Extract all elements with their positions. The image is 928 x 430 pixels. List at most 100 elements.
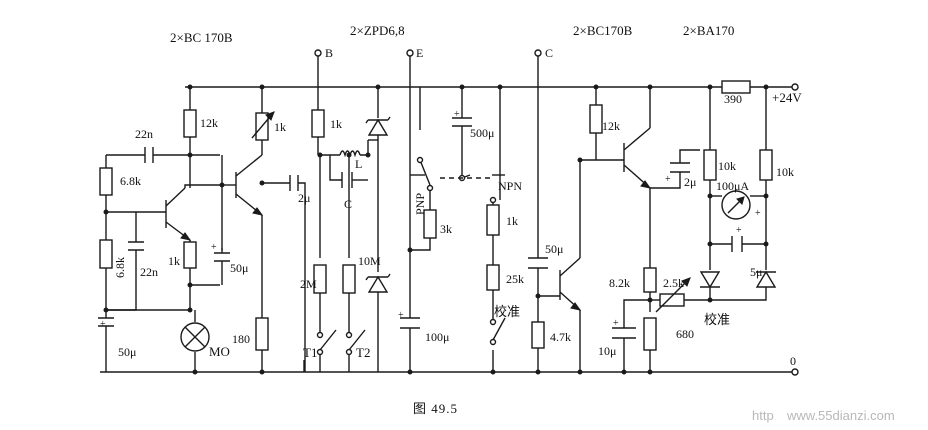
terminal-b-label: B (325, 46, 333, 60)
label-22n-top: 22n (135, 127, 153, 141)
resistor-390 (721, 80, 751, 94)
svg-text:+: + (736, 225, 742, 236)
label-50u-right: 50μ (545, 242, 563, 256)
capacitor-10u (612, 327, 636, 339)
label-500u: 500μ (470, 126, 494, 140)
label-100u: 100μ (425, 330, 449, 344)
svg-text:+: + (398, 310, 404, 321)
capacitor-50u-right (528, 257, 548, 269)
lamp-mo (180, 322, 210, 352)
label-680: 680 (676, 327, 694, 341)
resistor-680 (643, 317, 657, 351)
switch-t1 (319, 329, 337, 351)
svg-text:+: + (665, 174, 671, 185)
capacitor-c (341, 172, 353, 188)
label-1k-pot: 1k (274, 120, 286, 134)
terminal-ground-label: 0 (790, 354, 796, 368)
resistor-10k-b (759, 149, 773, 181)
labels: 2×BC 170B 2×ZPD6,8 2×BC170B 2×BA170 B E … (113, 23, 895, 423)
terminal-ground (791, 368, 799, 376)
label-10k-b: 10k (776, 165, 794, 179)
label-2u-mid: 2μ (298, 191, 310, 205)
label-10m: 10M (358, 254, 381, 268)
label-pnp: PNP (413, 193, 427, 215)
resistor-2m (313, 264, 327, 294)
switch-t2 (348, 329, 366, 351)
terminal-b (314, 49, 322, 57)
label-390: 390 (724, 92, 742, 106)
resistor-12k-right (589, 104, 603, 134)
watermark-prefix: http (752, 408, 774, 423)
label-50u-left: 50μ (118, 345, 136, 359)
svg-text:+: + (211, 242, 217, 253)
label-25k: 25k (506, 272, 524, 286)
diode-left (699, 271, 721, 289)
terminal-e (406, 49, 414, 57)
label-t1: T1 (303, 345, 317, 360)
diode-right (755, 270, 777, 288)
zener-diode-bottom (367, 275, 389, 293)
terminal-e-label: E (416, 46, 423, 60)
resistor-8k2 (643, 267, 657, 293)
resistor-25k (486, 264, 500, 291)
capacitor-2u-right (670, 162, 690, 173)
label-10u: 10μ (598, 344, 616, 358)
terminal-c-label: C (545, 46, 553, 60)
label-100ua: 100μA (716, 179, 749, 193)
capacitor-5u (731, 236, 743, 252)
label-2m: 2M (300, 277, 317, 291)
label-12k-right: 12k (602, 119, 620, 133)
capacitor-2u-mid (289, 175, 299, 191)
capacitor-22n-top (144, 147, 154, 163)
svg-text:+: + (100, 319, 106, 330)
terminal-supply-label: +24V (772, 90, 802, 105)
terminals (314, 49, 799, 376)
resistors (99, 80, 773, 351)
label-cal-right: 校准 (704, 312, 730, 327)
label-1k-c: 1k (506, 214, 518, 228)
capacitors: + + + + + + + + (98, 109, 761, 340)
header-zpd: 2×ZPD6,8 (350, 23, 405, 38)
junctions (103, 84, 769, 375)
label-cal-left: 校准 (494, 304, 520, 319)
label-2k5: 2.5k (663, 276, 684, 290)
label-mo: MO (209, 344, 230, 359)
label-6k8-top: 6.8k (120, 174, 141, 188)
resistor-4k7 (531, 321, 545, 349)
header-t1: 2×BC 170B (170, 30, 233, 45)
zener-diode-top (367, 118, 389, 136)
potentiometer-2k5 (659, 293, 685, 307)
label-l: L (355, 157, 362, 171)
resistor-3k (423, 209, 437, 239)
switches (316, 156, 497, 356)
label-8k2: 8.2k (609, 276, 630, 290)
label-6k8-bottom: 6.8k (113, 257, 127, 278)
watermark: www.55dianzi.com (786, 408, 895, 423)
label-4k7: 4.7k (550, 330, 571, 344)
resistor-10k-a (703, 149, 717, 181)
label-3k: 3k (440, 222, 452, 236)
label-180: 180 (232, 332, 250, 346)
resistor-1k-emitter (183, 241, 197, 269)
header-t2: 2×BC170B (573, 23, 633, 38)
label-c: C (344, 197, 352, 211)
label-10k-a: 10k (718, 159, 736, 173)
header-ba: 2×BA170 (683, 23, 734, 38)
resistor-1k-c (486, 204, 500, 236)
capacitor-22n-bottom (128, 241, 144, 251)
label-npn: NPN (498, 179, 522, 193)
resistor-10m (342, 264, 356, 294)
resistor-6k8-top (99, 167, 113, 196)
resistor-12k-left (183, 109, 197, 138)
label-1k-emitter: 1k (168, 254, 180, 268)
label-2u-right: 2μ (684, 175, 696, 189)
svg-text:+: + (755, 208, 761, 219)
label-t2: T2 (356, 345, 370, 360)
label-5u: 5μ (750, 265, 762, 279)
label-12k-left: 12k (200, 116, 218, 130)
label-1k-b: 1k (330, 117, 342, 131)
label-50u-mid: 50μ (230, 261, 248, 275)
meter-100ua (721, 190, 751, 220)
